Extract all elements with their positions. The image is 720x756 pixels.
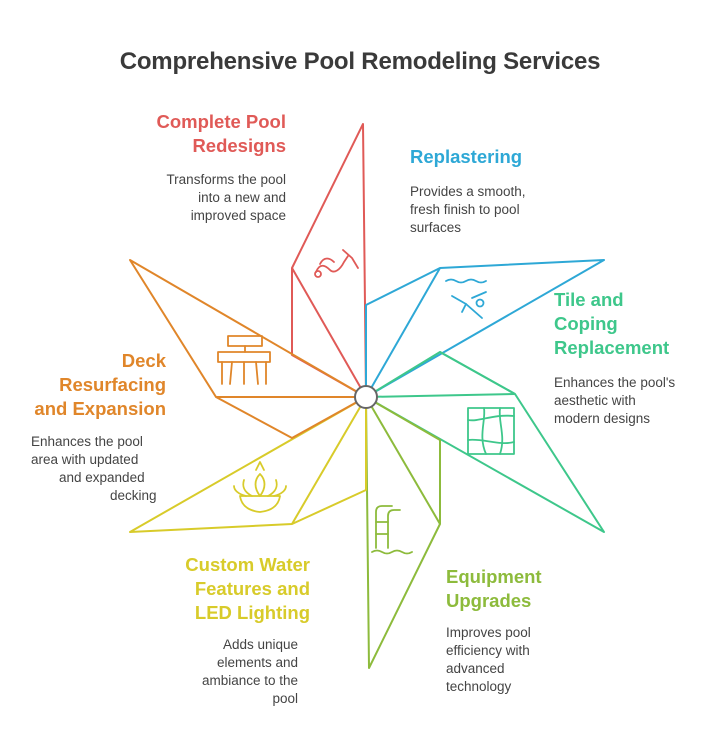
desc-line: efficiency with	[446, 643, 530, 658]
desc-line: improved space	[190, 208, 286, 223]
desc-tile-and-coping: Enhances the pool's aesthetic with moder…	[554, 374, 714, 428]
heading-line: Deck	[121, 350, 166, 371]
center-hub	[354, 385, 378, 409]
desc-line: technology	[446, 679, 512, 694]
desc-complete-pool-redesigns: Transforms the pool into a new and impro…	[116, 171, 286, 225]
desc-line: into a new and	[198, 190, 286, 205]
desc-line: decking	[110, 488, 157, 503]
heading-line: Features and	[194, 578, 310, 599]
desc-line: and expanded	[59, 470, 145, 485]
heading-line: Complete Pool	[156, 111, 286, 132]
heading-line: Coping	[554, 313, 618, 334]
desc-deck-resurfacing: Enhances the pool area with updated and …	[31, 433, 181, 505]
heading-line: Resurfacing	[59, 374, 166, 395]
desc-line: modern designs	[554, 411, 651, 426]
heading-equipment-upgrades: Equipment Upgrades	[446, 565, 646, 613]
heading-line: Equipment	[446, 566, 542, 587]
deck-icon	[217, 335, 271, 385]
desc-line: advanced	[446, 661, 505, 676]
heading-deck-resurfacing: Deck Resurfacing and Expansion	[16, 349, 166, 421]
desc-line: Enhances the pool's	[554, 375, 676, 390]
water-slide-icon	[314, 249, 359, 278]
heading-line: Replacement	[554, 337, 670, 358]
tile-icon	[467, 407, 515, 455]
heading-line: Tile and	[554, 289, 624, 310]
heading-line: LED Lighting	[194, 602, 310, 623]
heading-line: Custom Water	[185, 554, 310, 575]
heading-line: and Expansion	[34, 398, 166, 419]
blade-replastering	[365, 259, 605, 398]
heading-complete-pool-redesigns: Complete Pool Redesigns	[96, 110, 286, 158]
heading-replastering: Replastering	[410, 145, 610, 169]
blade-deck-resurfacing	[129, 259, 367, 439]
desc-line: aesthetic with	[554, 393, 636, 408]
desc-line: surfaces	[410, 220, 462, 235]
desc-custom-water-features: Adds unique elements and ambiance to the…	[140, 636, 298, 708]
heading-line: Redesigns	[192, 135, 286, 156]
blade-equipment-upgrades	[365, 396, 441, 669]
swimmer-icon	[445, 278, 487, 319]
desc-line: Transforms the pool	[166, 172, 286, 187]
blade-tile-and-coping	[365, 351, 605, 533]
desc-line: ambiance to the	[201, 673, 298, 688]
heading-line: Upgrades	[446, 590, 532, 611]
desc-line: elements and	[216, 655, 298, 670]
desc-line: fresh finish to pool	[410, 202, 520, 217]
desc-line: Provides a smooth,	[410, 184, 526, 199]
desc-replastering: Provides a smooth, fresh finish to pool …	[410, 183, 600, 237]
desc-line: Adds unique	[222, 637, 298, 652]
blade-custom-water-features	[129, 396, 367, 533]
desc-line: area with updated	[31, 452, 139, 467]
blade-complete-pool-redesigns	[291, 123, 367, 398]
heading-custom-water-features: Custom Water Features and LED Lighting	[110, 553, 310, 625]
desc-equipment-upgrades: Improves pool efficiency with advanced t…	[446, 624, 626, 696]
heading-tile-and-coping: Tile and Coping Replacement	[554, 288, 714, 360]
diagram-title: Comprehensive Pool Remodeling Services	[119, 48, 601, 75]
fountain-icon	[233, 461, 287, 513]
desc-line: Improves pool	[446, 625, 531, 640]
desc-line: pool	[272, 691, 298, 706]
desc-line: Enhances the pool	[31, 434, 143, 449]
pool-ladder-icon	[371, 505, 413, 555]
heading-line: Replastering	[410, 146, 523, 167]
